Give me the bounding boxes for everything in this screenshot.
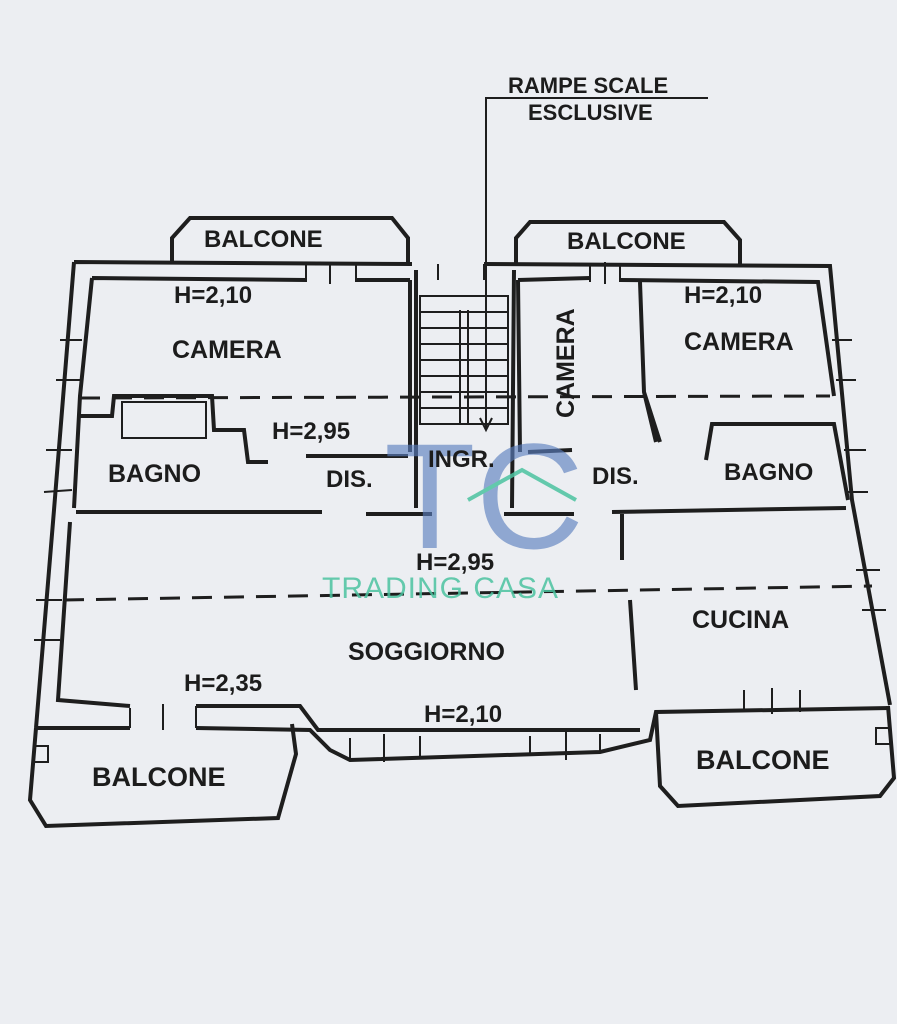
watermark-logo-text: TC: [384, 412, 584, 580]
watermark-logo: TC TRADING CASA: [322, 412, 584, 605]
balcony-drain-right: [875, 727, 891, 745]
label-balcone-bottom-right: BALCONE: [696, 745, 830, 775]
watermark-name: TRADING CASA: [322, 572, 559, 605]
callout-line-1: RAMPE SCALE: [508, 73, 668, 98]
staircase: [414, 269, 516, 509]
label-camera-middle: CAMERA: [552, 308, 580, 418]
ceiling-line-lower: [63, 584, 873, 602]
balcony-top-right: [514, 220, 742, 264]
label-balcone-top-left: BALCONE: [204, 226, 323, 253]
callout-leader: [485, 97, 708, 430]
outer-wall: [34, 260, 892, 763]
inner-perimeter: [55, 276, 836, 732]
callout-line-2: ESCLUSIVE: [528, 100, 653, 125]
bathtub: [121, 401, 207, 439]
balcony-drain-left: [33, 745, 49, 763]
label-camera-right-height: H=2,10: [684, 282, 762, 309]
balcony-top-left: [170, 216, 410, 264]
window-marks: [34, 262, 886, 762]
label-camera-left-height: H=2,10: [174, 282, 252, 309]
callout-arrow: [479, 417, 493, 433]
label-dis-height: H=2,95: [272, 418, 350, 445]
roof-icon: [467, 467, 577, 502]
label-soggiorno: SOGGIORNO: [348, 638, 505, 666]
label-balcone-bottom-left-height: H=2,35: [184, 670, 262, 697]
partitions: [76, 279, 850, 691]
label-soggiorno-height: H=2,95: [416, 549, 494, 576]
label-bagno-right: BAGNO: [724, 459, 813, 486]
label-dis-right: DIS.: [592, 463, 639, 490]
ceiling-line-upper: [79, 394, 831, 400]
label-dis-left: DIS.: [326, 466, 373, 493]
label-cucina: CUCINA: [692, 606, 789, 634]
balcony-bottom-left: [27, 723, 299, 829]
label-ingresso: INGR.: [428, 446, 495, 473]
label-bagno-left: BAGNO: [108, 460, 201, 488]
label-front-height: H=2,10: [424, 701, 502, 728]
label-camera-left: CAMERA: [172, 336, 282, 364]
balcony-bottom-right: [654, 705, 897, 809]
label-balcone-top-right: BALCONE: [567, 228, 686, 255]
label-balcone-bottom-left: BALCONE: [92, 762, 226, 792]
label-camera-right: CAMERA: [684, 328, 794, 356]
